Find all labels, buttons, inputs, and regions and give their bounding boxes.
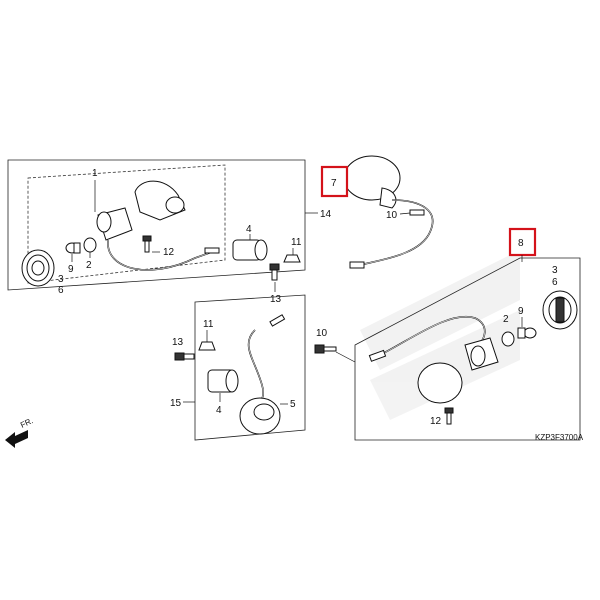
- callout-13-upper: 13: [270, 294, 282, 305]
- winker-assembly-8: [368, 315, 499, 404]
- o-ring-left: [83, 237, 97, 253]
- assembly-frame-15: [183, 294, 306, 441]
- callout-7: 7: [331, 178, 337, 189]
- highlight-7: [320, 165, 349, 198]
- callout-3-right: 3: [552, 265, 558, 276]
- callout-11-upper: 11: [291, 237, 302, 248]
- callout-9-right: 9: [518, 306, 524, 317]
- callout-6-left: 6: [58, 285, 64, 296]
- callout-4-upper: 4: [246, 224, 252, 235]
- sub-frame-1: [27, 164, 226, 284]
- bolt-10-lower: [314, 344, 337, 354]
- bolt-12-left: [142, 235, 152, 253]
- callout-12-left: 12: [163, 247, 175, 258]
- highlight-8: [508, 227, 537, 257]
- assembly-frame-8: [354, 257, 581, 441]
- winker-assembly-5: [239, 314, 286, 435]
- callout-6-right: 6: [552, 277, 558, 288]
- callout-1: 1: [92, 168, 98, 179]
- callout-13-lower: 13: [172, 337, 184, 348]
- front-label: FR.: [19, 416, 34, 430]
- grommet-4-upper: [232, 239, 268, 261]
- callout-2-right: 2: [503, 314, 509, 325]
- callout-12-lower: 12: [430, 416, 442, 427]
- socket-housing-left: [96, 207, 133, 241]
- callout-11-lower: 11: [203, 319, 214, 330]
- figure-code: KZP3F3700A: [535, 433, 584, 442]
- callout-8: 8: [518, 238, 524, 249]
- callout-15: 15: [170, 398, 182, 409]
- callout-3-left: 3: [58, 274, 64, 285]
- nut-11-lower: [198, 341, 216, 351]
- bolt-13-lower: [174, 352, 195, 361]
- lens-right: [542, 290, 578, 330]
- wire-harness-left: [107, 239, 220, 271]
- bulb-right: [517, 327, 537, 339]
- callout-5: 5: [290, 399, 296, 410]
- assembly-frame-14: [7, 159, 318, 291]
- bolt-12-lower: [444, 407, 454, 425]
- front-arrow-icon: [5, 430, 28, 448]
- callout-2-left: 2: [86, 260, 92, 271]
- callout-10-upper: 10: [386, 210, 398, 221]
- lens-left: [21, 249, 55, 287]
- winker-assembly-7: [343, 155, 434, 269]
- bracket-left: [134, 180, 186, 221]
- callout-9-left: 9: [68, 264, 74, 275]
- grommet-4-lower: [207, 369, 239, 393]
- bolt-13-upper: [269, 263, 280, 281]
- nut-11-upper: [283, 254, 301, 263]
- callout-4-lower: 4: [216, 405, 222, 416]
- bulb-left: [65, 242, 81, 254]
- callout-14: 14: [320, 209, 332, 220]
- o-ring-right: [501, 331, 515, 347]
- callout-10-lower: 10: [316, 328, 328, 339]
